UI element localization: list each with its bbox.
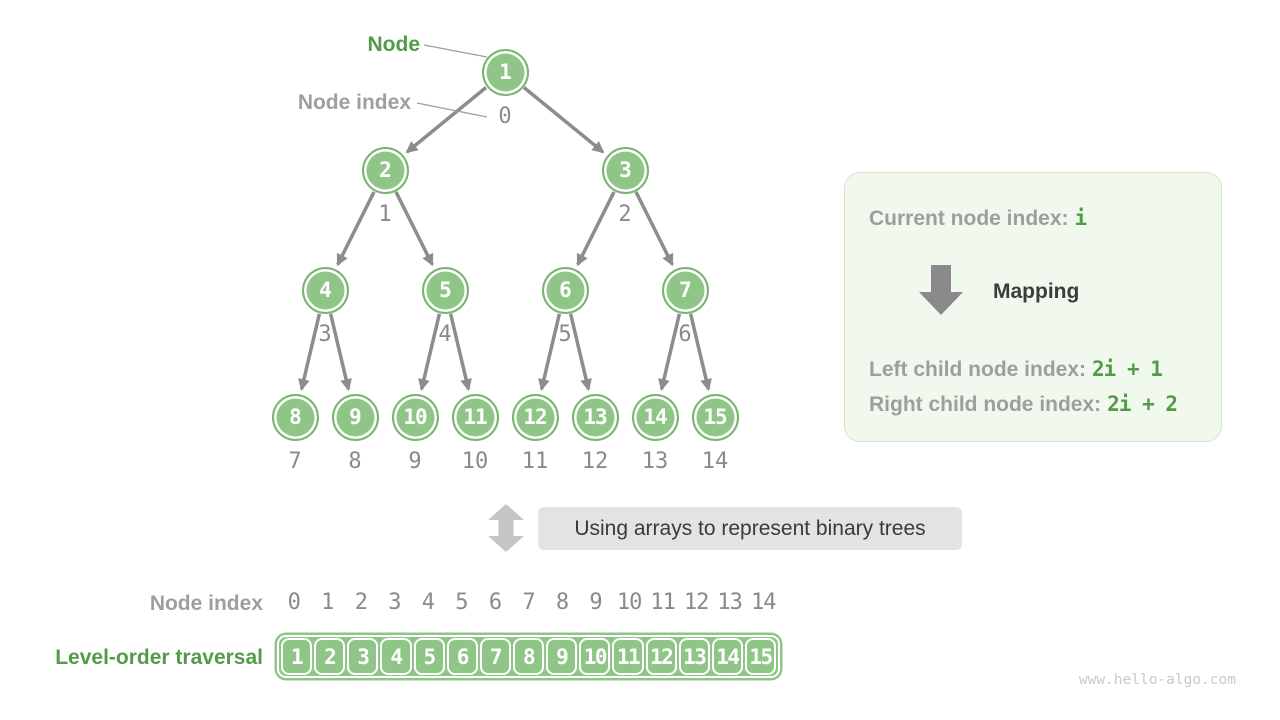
node-annotation-label: Node: [367, 33, 421, 56]
mapping-down-arrow-icon: [919, 265, 963, 315]
left-child-index-value: 2i + 1: [1092, 357, 1163, 381]
right-child-index-label: Right child node index:: [869, 393, 1102, 416]
current-node-index-label: Current node index:: [869, 207, 1069, 230]
mapping-label: Mapping: [993, 280, 1080, 303]
up-down-arrow-icon: [488, 504, 524, 552]
tree-node-index: 4: [438, 322, 452, 347]
array-cell: 11: [612, 638, 644, 675]
tree-node: 4: [301, 266, 349, 314]
tree-node: 6: [541, 266, 589, 314]
array-index: 11: [650, 590, 675, 615]
caption-pill: Using arrays to represent binary trees: [538, 507, 962, 550]
tree-node: 14: [631, 393, 679, 441]
tree-node-index: 10: [461, 449, 489, 474]
tree-node-index: 5: [558, 322, 572, 347]
left-child-index-line: Left child node index:2i + 1: [869, 356, 1163, 383]
array-cell: 15: [744, 638, 777, 675]
array-cell: 2: [314, 638, 346, 675]
array-index: 5: [455, 590, 468, 615]
watermark: www.hello-algo.com: [1078, 672, 1236, 688]
tree-node-index: 2: [618, 202, 632, 227]
tree-node-index: 1: [378, 202, 392, 227]
array-cell: 7: [479, 638, 511, 675]
array-cell: 14: [711, 638, 743, 675]
node-pointer-line: [423, 44, 488, 58]
left-child-index-label: Left child node index:: [869, 358, 1087, 381]
tree-node: 7: [661, 266, 709, 314]
current-node-index-line: Current node index:i: [869, 205, 1088, 232]
tree-node: 13: [571, 393, 619, 441]
right-child-index-line: Right child node index:2i + 2: [869, 391, 1178, 418]
tree-node-index: 8: [348, 449, 362, 474]
current-node-index-value: i: [1074, 206, 1088, 230]
tree-node-index: 14: [701, 449, 729, 474]
tree-node: 11: [451, 393, 499, 441]
tree-node: 15: [691, 393, 739, 441]
array-cell: 5: [413, 638, 445, 675]
right-child-index-value: 2i + 2: [1107, 392, 1178, 416]
tree-node-index: 7: [288, 449, 302, 474]
array-cell: 12: [645, 638, 677, 675]
array-index: 4: [421, 590, 435, 615]
tree-node: 2: [361, 146, 409, 194]
tree-node: 10: [391, 393, 439, 441]
tree-node-index: 3: [318, 322, 332, 347]
array-cell: 10: [579, 638, 611, 675]
tree-node: 5: [421, 266, 469, 314]
tree-node-index: 13: [641, 449, 669, 474]
tree-node: 8: [271, 393, 319, 441]
array-cell: 1: [281, 638, 313, 675]
tree-node: 1: [481, 48, 529, 96]
node-index-annotation-label: Node index: [297, 91, 411, 114]
tree-node: 3: [601, 146, 649, 194]
array-index: 2: [354, 590, 368, 615]
tree-node: 9: [331, 393, 379, 441]
tree-node-index: 11: [521, 449, 549, 474]
array-cell: 9: [546, 638, 578, 675]
array-index: 12: [683, 590, 709, 615]
mapping-panel: Current node index:i Mapping Left child …: [844, 172, 1222, 442]
tree-node: 12: [511, 393, 559, 441]
array-index: 6: [488, 590, 502, 615]
array-cell: 4: [380, 638, 412, 675]
bottom-node-index-label: Node index: [149, 592, 263, 615]
array-index: 8: [555, 590, 569, 615]
array-index: 9: [589, 590, 602, 615]
tree-node-index: 12: [581, 449, 609, 474]
array-index: 14: [750, 590, 776, 615]
tree-node-index: 9: [408, 449, 422, 474]
array-index: 1: [321, 590, 334, 615]
array-index: 13: [717, 590, 742, 615]
tree-edge: [522, 86, 605, 154]
tree-node-index: 6: [678, 322, 692, 347]
array-cell: 13: [678, 638, 710, 675]
array-cell: 3: [347, 638, 379, 675]
array-index: 10: [616, 590, 642, 615]
array-cell: 6: [446, 638, 478, 675]
array-index: 0: [287, 590, 301, 615]
array-cell: 8: [512, 638, 545, 675]
array-index: 7: [522, 590, 535, 615]
array-index: 3: [388, 590, 401, 615]
tree-node-index: 0: [498, 104, 512, 129]
level-order-traversal-label: Level-order traversal: [55, 646, 263, 669]
